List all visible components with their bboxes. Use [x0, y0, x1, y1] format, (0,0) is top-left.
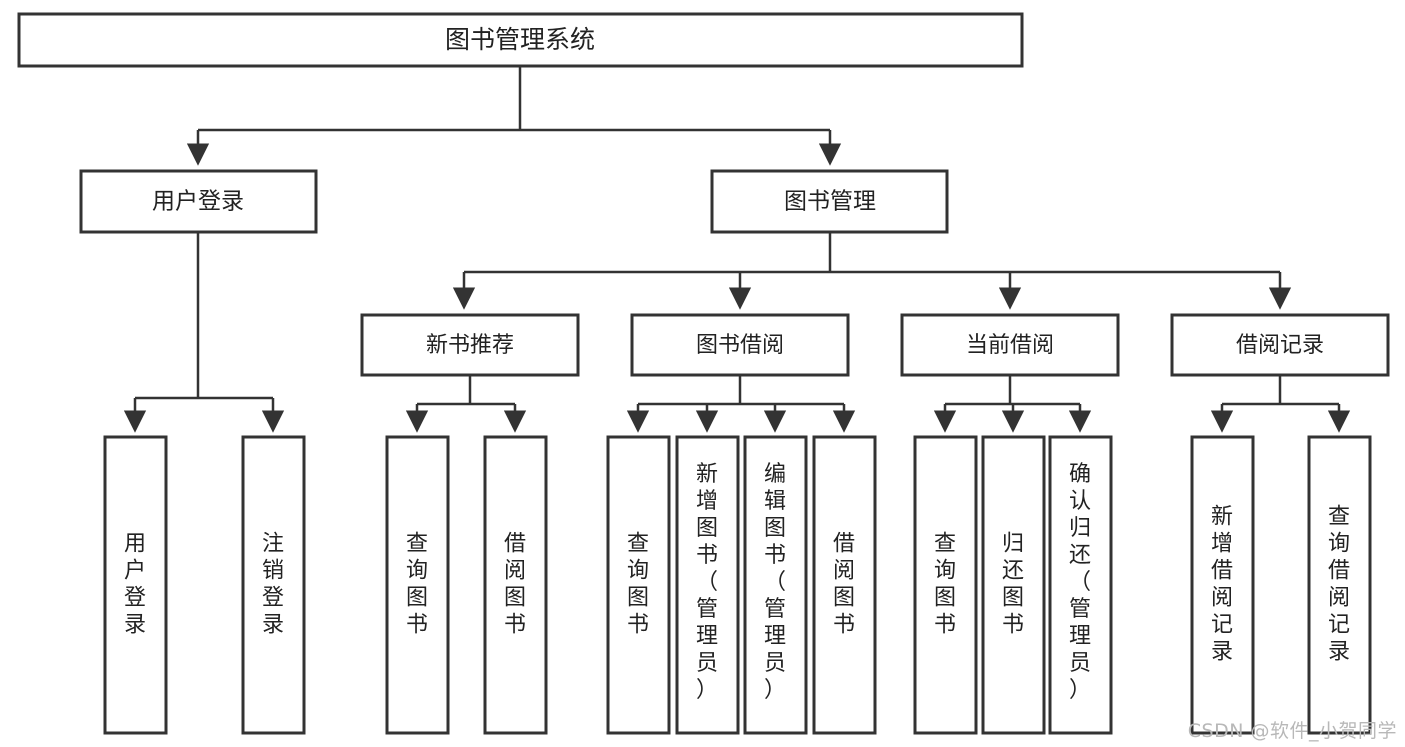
node-leaf-query-book-3-label: 查询图书	[934, 532, 956, 638]
node-leaf-edit-book-label: 编辑图书（管理员）	[764, 462, 786, 703]
node-leaf-borrow-book-1-label: 借阅图书	[504, 532, 526, 638]
node-user-login-box[interactable]	[79, 169, 318, 234]
node-book-management[interactable]: 图书管理	[710, 169, 949, 234]
node-leaf-borrow-book-1-box[interactable]	[483, 435, 548, 735]
node-leaf-query-book-2[interactable]: 查询图书	[606, 435, 671, 735]
node-leaf-edit-book[interactable]: 编辑图书（管理员）	[743, 435, 808, 735]
node-leaf-query-book-1[interactable]: 查询图书	[385, 435, 450, 735]
node-leaf-add-record[interactable]: 新增借阅记录	[1190, 435, 1255, 735]
node-current-borrow-box[interactable]	[900, 313, 1120, 377]
node-leaf-query-record-box[interactable]	[1307, 435, 1372, 735]
node-current-borrow-label: 当前借阅	[966, 333, 1054, 358]
node-new-book-recommend[interactable]: 新书推荐	[360, 313, 580, 377]
node-new-book-recommend-label: 新书推荐	[426, 333, 514, 358]
node-book-management-label: 图书管理	[784, 189, 876, 215]
node-leaf-borrow-book-1[interactable]: 借阅图书	[483, 435, 548, 735]
node-leaf-logout-login-box[interactable]	[241, 435, 306, 735]
node-leaf-query-book-3[interactable]: 查询图书	[913, 435, 978, 735]
node-leaf-user-login-label: 用户登录	[124, 532, 146, 638]
node-current-borrow[interactable]: 当前借阅	[900, 313, 1120, 377]
node-root-label: 图书管理系统	[445, 25, 595, 54]
node-book-borrow-label: 图书借阅	[696, 333, 784, 358]
node-leaf-query-book-3-box[interactable]	[913, 435, 978, 735]
node-leaf-query-book-1-box[interactable]	[385, 435, 450, 735]
node-leaf-add-record-label: 新增借阅记录	[1211, 505, 1233, 665]
node-leaf-confirm-return-box[interactable]	[1048, 435, 1113, 735]
node-leaf-query-record[interactable]: 查询借阅记录	[1307, 435, 1372, 735]
node-borrow-record[interactable]: 借阅记录	[1170, 313, 1390, 377]
node-leaf-borrow-book-2-box[interactable]	[812, 435, 877, 735]
node-leaf-return-book[interactable]: 归还图书	[981, 435, 1046, 735]
node-leaf-borrow-book-2[interactable]: 借阅图书	[812, 435, 877, 735]
node-leaf-add-record-box[interactable]	[1190, 435, 1255, 735]
node-book-borrow-box[interactable]	[630, 313, 850, 377]
node-user-login[interactable]: 用户登录	[79, 169, 318, 234]
node-leaf-query-book-1-label: 查询图书	[406, 532, 428, 638]
node-leaf-add-book[interactable]: 新增图书（管理员）	[675, 435, 740, 735]
node-leaf-add-book-box[interactable]	[675, 435, 740, 735]
node-root[interactable]: 图书管理系统	[17, 12, 1024, 68]
node-leaf-logout-login[interactable]: 注销登录	[241, 435, 306, 735]
node-leaf-add-book-label: 新增图书（管理员）	[696, 462, 718, 703]
connector-layer	[123, 66, 1351, 433]
node-leaf-return-book-label: 归还图书	[1002, 532, 1024, 638]
node-leaf-user-login-box[interactable]	[103, 435, 168, 735]
node-leaf-borrow-book-2-label: 借阅图书	[833, 532, 855, 638]
node-leaf-user-login[interactable]: 用户登录	[103, 435, 168, 735]
node-leaf-query-book-2-label: 查询图书	[627, 532, 649, 638]
node-leaf-confirm-return[interactable]: 确认归还（管理员）	[1048, 435, 1113, 735]
csdn-watermark: CSDN @软件_小贺同学	[1187, 720, 1397, 742]
node-new-book-recommend-box[interactable]	[360, 313, 580, 377]
node-borrow-record-box[interactable]	[1170, 313, 1390, 377]
node-user-login-label: 用户登录	[152, 189, 244, 215]
node-leaf-query-book-2-box[interactable]	[606, 435, 671, 735]
node-leaf-confirm-return-label: 确认归还（管理员）	[1069, 462, 1091, 703]
node-leaf-return-book-box[interactable]	[981, 435, 1046, 735]
node-book-borrow[interactable]: 图书借阅	[630, 313, 850, 377]
node-leaf-query-record-label: 查询借阅记录	[1328, 505, 1350, 665]
node-book-management-box[interactable]	[710, 169, 949, 234]
node-borrow-record-label: 借阅记录	[1236, 333, 1324, 358]
node-leaf-logout-login-label: 注销登录	[262, 532, 284, 638]
node-leaf-edit-book-box[interactable]	[743, 435, 808, 735]
node-root-box[interactable]	[17, 12, 1024, 68]
